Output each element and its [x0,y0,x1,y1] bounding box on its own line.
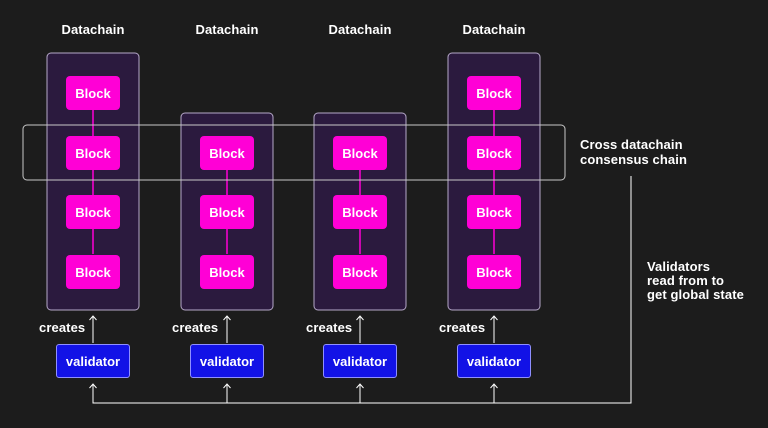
datachain-3-block-2: Block [467,195,521,229]
datachain-3-block-0: Block [467,76,521,110]
datachain-3-creates-label: creates [439,320,486,335]
validators-note-line-1: Validators [647,259,711,274]
cross-chain-label-line-1: Cross datachain [580,137,683,152]
datachain-2-title: Datachain [328,22,392,37]
datachain-0-block-1: Block [66,136,120,170]
creates-arrows [89,315,498,343]
datachain-0-block-0: Block [66,76,120,110]
datachain-3-block-1: Block [467,136,521,170]
datachain-0-title: Datachain [61,22,125,37]
block-links [92,110,495,254]
datachain-3-block-3: Block [467,255,521,289]
datachain-2-block-2: Block [333,255,387,289]
datachain-1-block-0: Block [200,136,254,170]
validators-note-line-2: read from to [647,273,725,288]
global-state-feedback [89,176,632,404]
datachain-1-creates-label: creates [172,320,219,335]
datachain-1-title: Datachain [195,22,259,37]
validators-note-line-3: get global state [647,287,744,302]
datachain-1-validator: validator [190,344,264,378]
datachain-0-block-3: Block [66,255,120,289]
datachain-0-validator: validator [56,344,130,378]
datachain-1-block-2: Block [200,255,254,289]
datachain-2-block-1: Block [333,195,387,229]
datachain-2-validator: validator [323,344,397,378]
datachain-3-title: Datachain [462,22,526,37]
datachain-3-validator: validator [457,344,531,378]
cross-chain-frame [22,124,566,181]
datachain-2-block-0: Block [333,136,387,170]
datachain-0-block-2: Block [66,195,120,229]
datachain-0-creates-label: creates [39,320,86,335]
datachain-1-block-1: Block [200,195,254,229]
cross-chain-label-line-2: consensus chain [580,152,687,167]
datachain-2-creates-label: creates [306,320,353,335]
